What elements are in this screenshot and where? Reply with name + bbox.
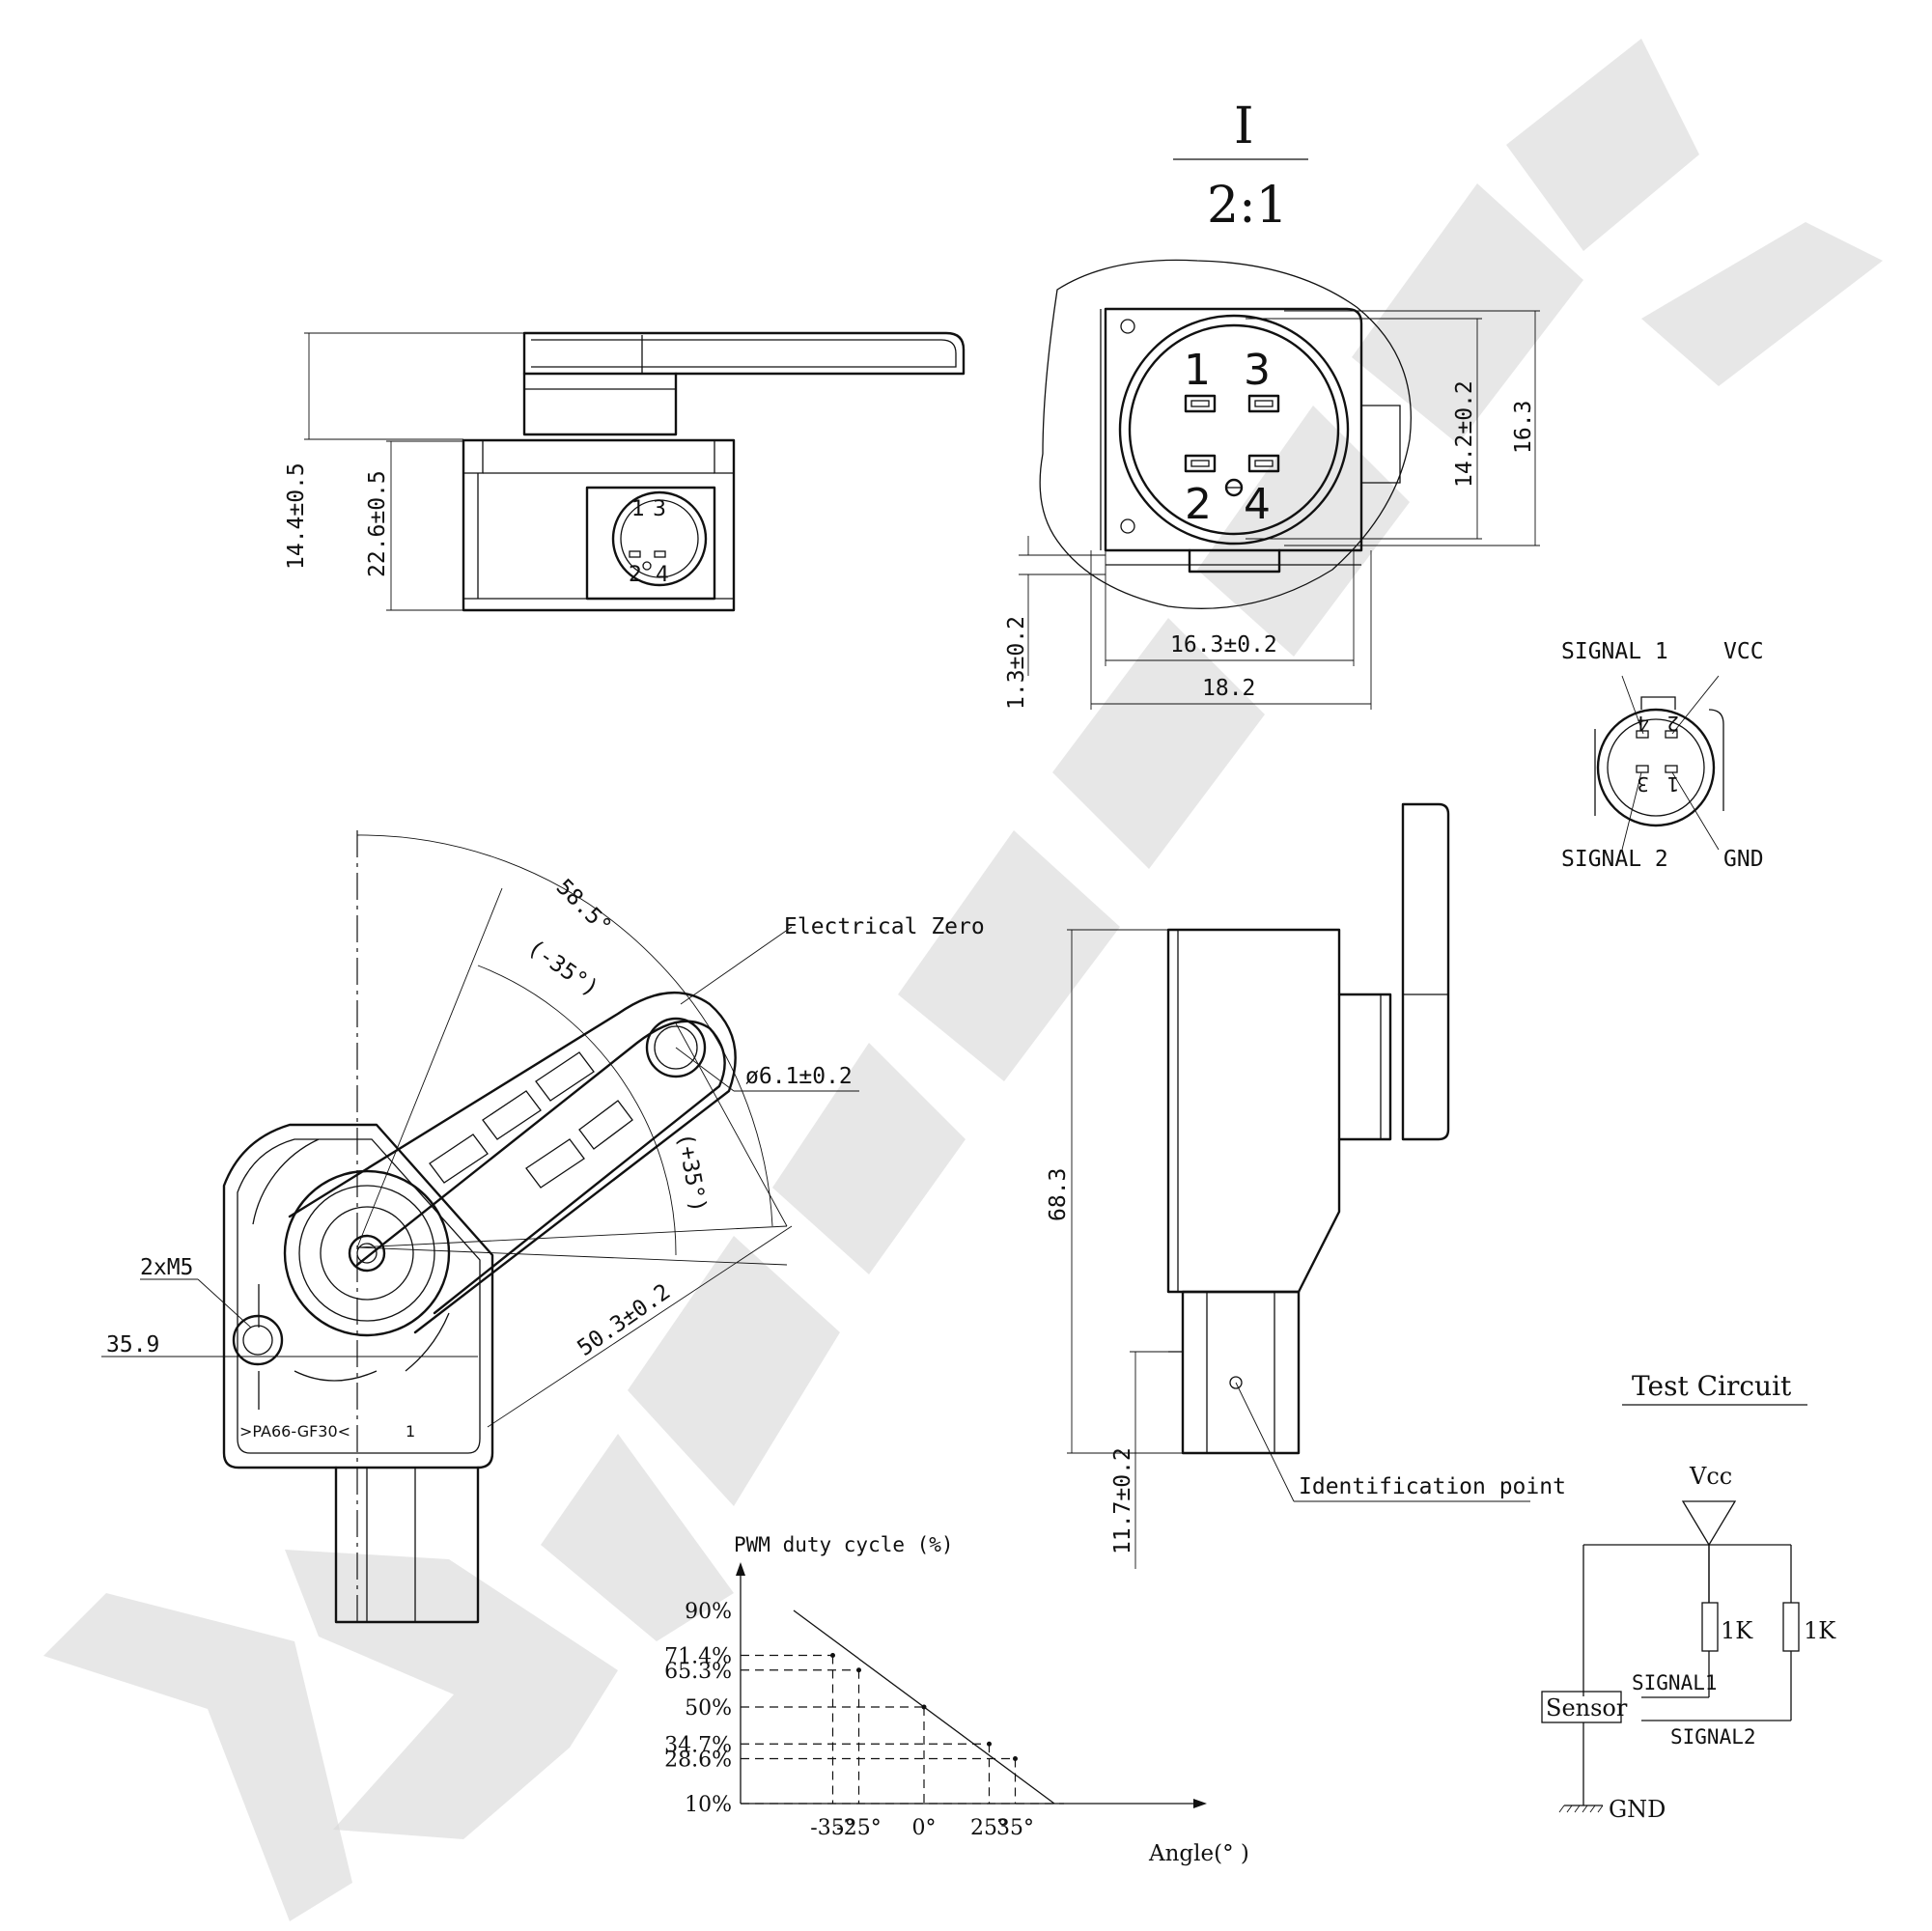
circuit-signal1: SIGNAL1 [1632, 1671, 1718, 1694]
dim-total-height: 68.3 [1046, 1168, 1071, 1221]
chart-ytick-label-1: 71.4% [664, 1645, 732, 1669]
conn-small-pin-4: 4 [656, 563, 669, 587]
sensor-box [1541, 1691, 1622, 1723]
dim-lever-top-height: 14.4±0.5 [284, 462, 309, 570]
circuit-signal2: SIGNAL2 [1670, 1725, 1756, 1749]
housing-material: >PA66-GF30< [239, 1422, 350, 1441]
side-view-right: 68.3 11.7±0.2 Identification point [1046, 802, 1566, 1569]
conn-large-pin-3: 3 [1244, 346, 1271, 395]
pinout-view: 4 2 3 1 SIGNAL 1 VCC SIGNAL 2 GND [1561, 639, 1764, 872]
dim-id-point-height: 11.7±0.2 [1110, 1447, 1135, 1554]
dim-mount-threads: 2xM5 [140, 1255, 193, 1280]
conn-large-pin-1: 1 [1184, 346, 1211, 395]
circuit-sensor: Sensor [1546, 1694, 1628, 1721]
test-circuit: Test Circuit Vcc 1K 1K SIGNAL1 SIGNAL2 S… [1541, 1370, 1836, 1823]
chart-x-arrow-icon [1193, 1799, 1207, 1808]
chart-ylabel: PWM duty cycle (%) [734, 1533, 954, 1556]
chart-xtick-label-0: -35° [810, 1816, 854, 1840]
circuit-r1-label: 1K [1721, 1617, 1753, 1644]
circuit-gnd: GND [1609, 1796, 1666, 1823]
chart-xtick-label-4: 35° [996, 1816, 1034, 1840]
chart-point-4 [1013, 1756, 1018, 1761]
housing-marker: 1 [406, 1422, 415, 1441]
chart-xtick-label-2: 0° [912, 1816, 937, 1840]
dim-sweep-angle: 58.5° [551, 875, 616, 939]
pwm-chart: PWM duty cycle (%) Angle(° ) 90% 71.4%65.… [664, 1533, 1249, 1866]
pinout-gnd: GND [1723, 847, 1764, 872]
chart-ytick-label-0: 90% [685, 1600, 732, 1624]
chart-ytick-label-6: 10% [685, 1793, 732, 1817]
vcc-symbol [1681, 1500, 1737, 1547]
resistor-r1 [1701, 1602, 1719, 1652]
dim-electrical-zero: Electrical Zero [784, 914, 985, 939]
dim-conn-outer-width: 18.2 [1202, 676, 1255, 701]
pinout-signal1: SIGNAL 1 [1561, 639, 1668, 664]
view-letter: I [1234, 98, 1254, 155]
chart-ytick-label-3: 50% [685, 1696, 732, 1721]
conn-small-pin-2: 2 [629, 563, 642, 587]
circuit-vcc-label: Vcc [1689, 1463, 1732, 1490]
chart-xlabel: Angle(° ) [1148, 1841, 1249, 1866]
side-view-top: 1 3 2 4 14.4±0.5 22.6±0.5 [284, 331, 966, 612]
dim-body-height: 22.6±0.5 [365, 470, 390, 577]
pinout-pin-1: 1 [1666, 772, 1679, 796]
chart-ytick-label-4: 34.7% [664, 1733, 732, 1757]
chart-point-0 [830, 1653, 835, 1658]
dim-flange-offset: 1.3±0.2 [1004, 616, 1029, 710]
chart-ytick-label-2: 65.3% [664, 1660, 732, 1684]
conn-small-pin-1: 1 [631, 497, 645, 521]
resistor-r2 [1782, 1602, 1800, 1652]
dim-neg-angle: (-35°) [523, 936, 603, 1002]
dim-hole-dia: ø6.1±0.2 [745, 1064, 853, 1089]
chart-y-arrow-icon [736, 1562, 745, 1576]
connector-detail-view: I 2:1 1 3 2 4 14.2±0.2 16.3 [1004, 98, 1540, 710]
chart-xtick-label-3: 25° [970, 1816, 1008, 1840]
conn-large-pin-2: 2 [1185, 480, 1212, 529]
chart-point-3 [987, 1741, 992, 1747]
pinout-pin-4: 4 [1637, 712, 1649, 735]
conn-large-pin-4: 4 [1244, 480, 1271, 529]
identification-point: Identification point [1299, 1474, 1566, 1499]
conn-small-pin-3: 3 [653, 497, 666, 521]
watermark-logo [43, 39, 1883, 1921]
dim-pos-angle: (+35°) [672, 1132, 711, 1215]
circuit-r2-label: 1K [1804, 1617, 1836, 1644]
dim-mount-offset: 35.9 [106, 1332, 159, 1357]
test-circuit-title: Test Circuit [1632, 1370, 1792, 1402]
chart-xtick-label-1: -25° [836, 1816, 881, 1840]
pinout-signal2: SIGNAL 2 [1561, 847, 1668, 872]
dim-conn-outer-height: 16.3 [1511, 401, 1536, 454]
chart-point-1 [856, 1667, 861, 1673]
dim-conn-inner-width: 16.3±0.2 [1170, 632, 1277, 658]
pinout-vcc: VCC [1723, 639, 1764, 664]
chart-ytick-label-5: 28.6% [664, 1749, 732, 1773]
chart-point-2 [921, 1704, 927, 1710]
view-scale: 2:1 [1207, 177, 1288, 235]
dim-conn-inner-height: 14.2±0.2 [1452, 380, 1477, 488]
